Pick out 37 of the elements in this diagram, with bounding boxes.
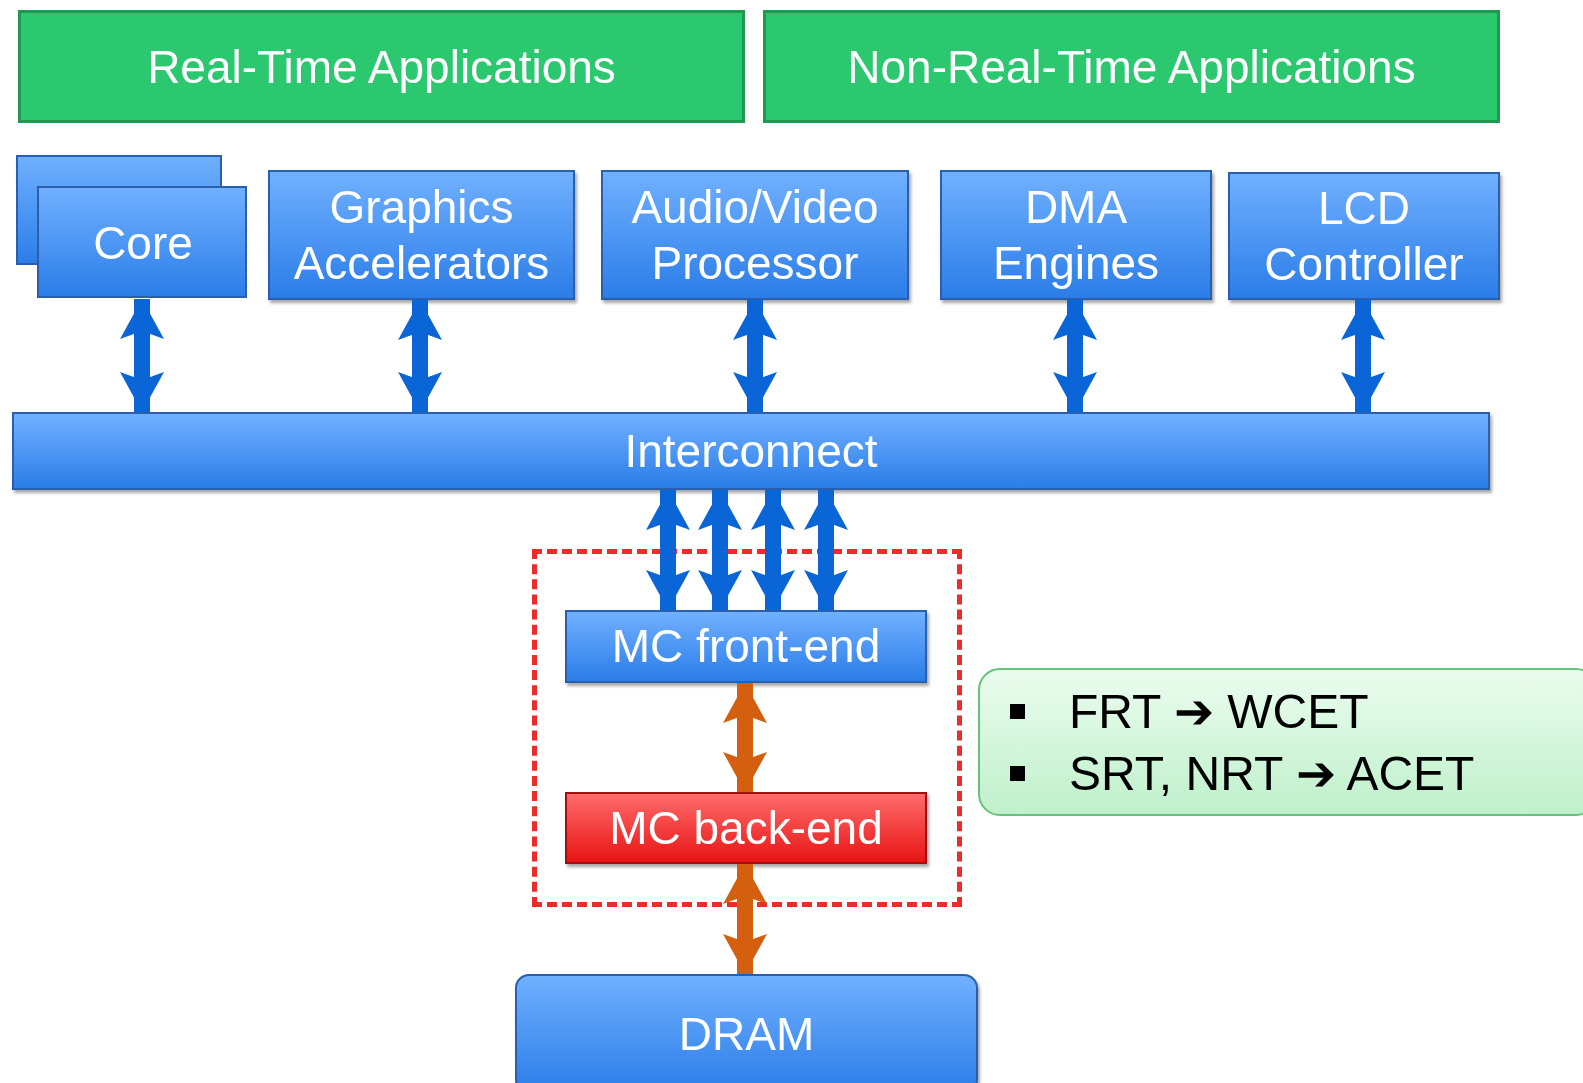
component-box xyxy=(268,170,575,300)
box-label: Audio/Video Processor xyxy=(630,179,880,291)
double-arrow xyxy=(804,490,848,610)
component-box xyxy=(1228,172,1500,300)
double-arrow xyxy=(1341,300,1385,412)
band-label: Non-Real-Time Applications xyxy=(846,39,1417,94)
box-label: Core xyxy=(92,216,194,270)
double-arrow xyxy=(398,300,442,412)
double-arrow xyxy=(733,300,777,412)
application-band xyxy=(18,10,745,123)
component-box xyxy=(601,170,909,300)
double-arrow xyxy=(120,299,164,412)
double-arrow xyxy=(751,490,795,610)
double-arrow xyxy=(698,490,742,610)
note-text: SRT, NRT ➔ ACET xyxy=(1069,746,1475,801)
box-label: DRAM xyxy=(677,1006,816,1062)
memory-box xyxy=(515,974,978,1083)
box-label: Graphics Accelerators xyxy=(292,179,551,291)
box-label: DMA Engines xyxy=(991,179,1161,291)
double-arrow xyxy=(723,864,767,974)
band-label: Real-Time Applications xyxy=(146,39,617,94)
component-box xyxy=(565,792,927,864)
box-label: LCD Controller xyxy=(1263,180,1465,292)
application-band xyxy=(763,10,1500,123)
note-text: FRT ➔ WCET xyxy=(1069,684,1369,739)
dashed-boundary xyxy=(532,549,962,907)
box-label: MC back-end xyxy=(608,801,884,855)
note-box xyxy=(978,668,1583,816)
component-box xyxy=(565,610,927,683)
box-label: Interconnect xyxy=(623,423,879,479)
box-label: MC front-end xyxy=(610,619,882,675)
component-box xyxy=(940,170,1212,300)
double-arrow xyxy=(1053,300,1097,412)
stacked-component-box xyxy=(16,155,248,299)
double-arrow xyxy=(723,683,767,792)
double-arrow xyxy=(646,490,690,610)
interconnect-bar xyxy=(12,412,1490,490)
